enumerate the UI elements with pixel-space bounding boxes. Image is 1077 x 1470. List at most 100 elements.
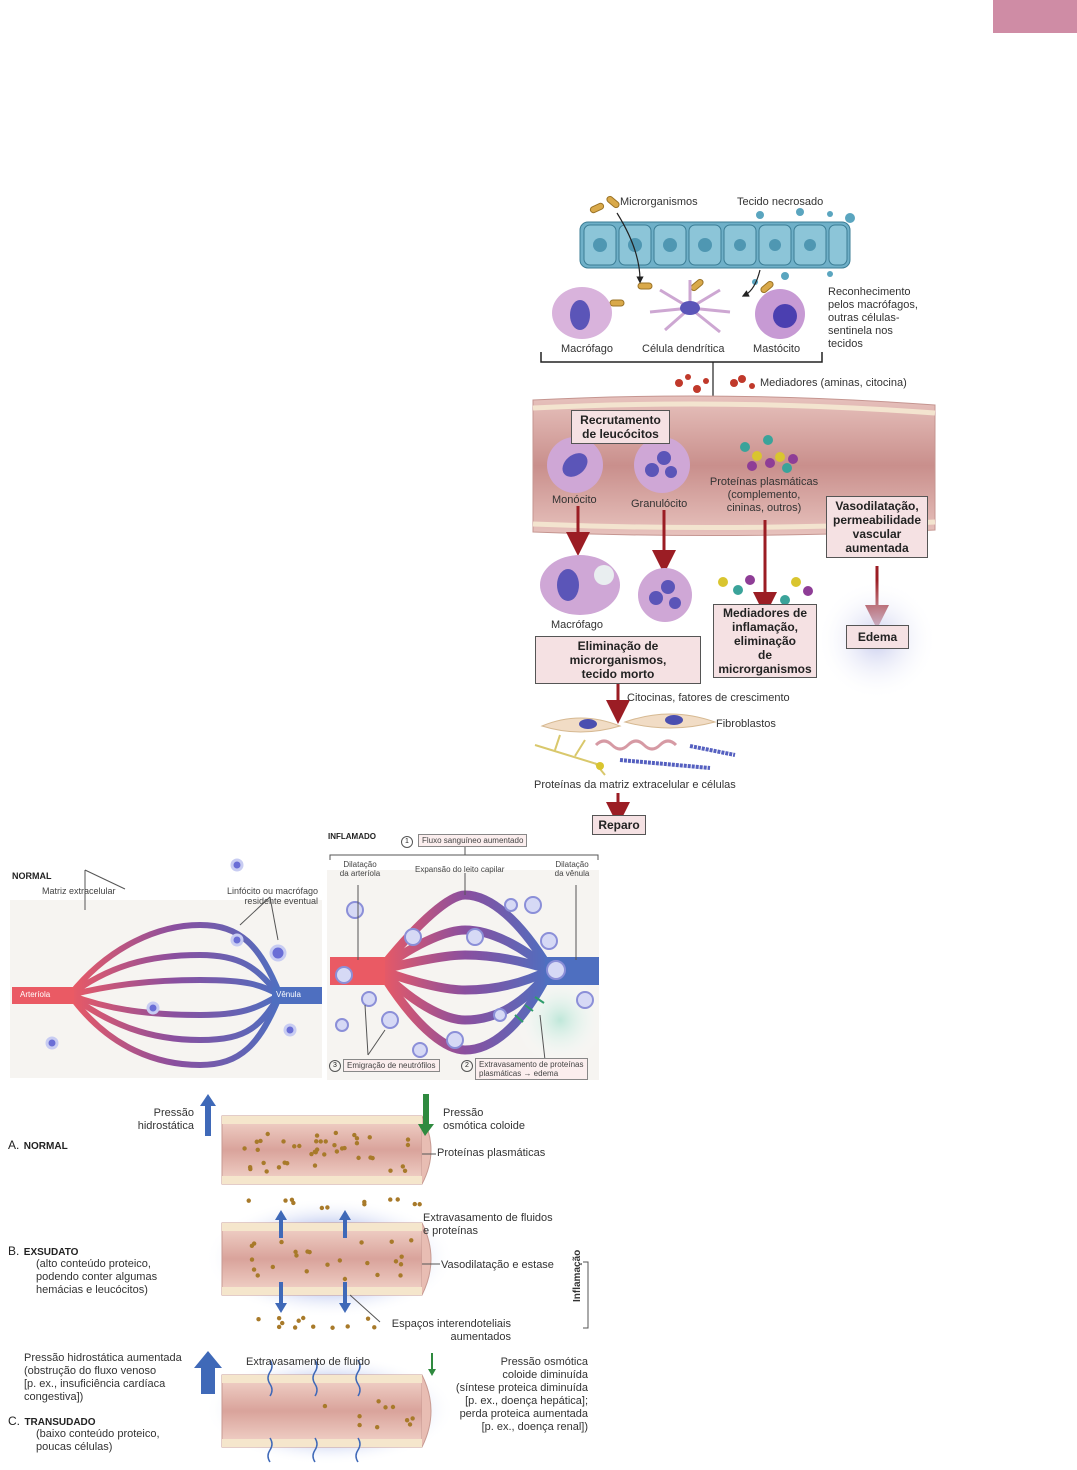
edema-box: Edema: [846, 625, 909, 649]
protein-dot: [294, 1253, 299, 1258]
protein-dot: [304, 1269, 309, 1274]
elastin-fiber: [619, 758, 711, 770]
protein-dot: [334, 1149, 340, 1154]
protein-dot: [395, 1197, 400, 1202]
protein-dot: [325, 1262, 330, 1267]
decreased-osmotic-label: Pressão osmótica coloide diminuída (sínt…: [455, 1356, 588, 1433]
protein-dot: [264, 1169, 269, 1174]
plasma-proteins-label-a: Proteínas plasmáticas: [437, 1147, 546, 1159]
protein-dot: [312, 1163, 318, 1168]
protein-dot: [270, 1264, 276, 1270]
protein-dot: [352, 1132, 357, 1138]
protein-dot: [393, 1259, 399, 1264]
protein-dot: [412, 1201, 417, 1207]
protein-dot: [249, 1257, 255, 1262]
dendritic-cell-label: Célula dendrítica: [642, 343, 725, 355]
protein-dot: [314, 1133, 320, 1138]
protein-dot: [402, 1168, 408, 1173]
protein-dot: [282, 1160, 287, 1165]
protein-dot: [367, 1135, 372, 1140]
fibroblasts: [540, 713, 717, 733]
protein-dot: [354, 1136, 360, 1141]
protein-dot: [311, 1324, 316, 1329]
ecm-proteins-label: Proteínas da matriz extracelular e célul…: [534, 779, 736, 791]
protein-dot: [276, 1165, 282, 1170]
protein-dot: [365, 1316, 371, 1321]
inflamed-panel-title: INFLAMADO: [328, 832, 376, 841]
exudate-description: (alto conteúdo proteico, podendo conter …: [36, 1258, 158, 1296]
cascade-graphics: [532, 195, 937, 826]
protein-dot: [301, 1315, 306, 1321]
elimination-box: Eliminação de microrganismos, tecido mor…: [535, 636, 701, 684]
protein-dot: [314, 1147, 320, 1152]
step-1-box: Fluxo sanguíneo aumentado: [418, 834, 528, 847]
transudate-description: (baixo conteúdo proteico, poucas células…: [36, 1428, 160, 1453]
necrotic-tissue-label: Tecido necrosado: [737, 196, 824, 208]
protein-dot: [372, 1325, 377, 1330]
protein-dot: [297, 1143, 302, 1149]
protein-dot: [276, 1315, 282, 1321]
section-a-title: NORMAL: [23, 1141, 68, 1152]
vessel-normal: [221, 1115, 432, 1185]
mast-cell-label: Mastócito: [753, 343, 801, 355]
protein-dot: [357, 1422, 362, 1428]
protein-dot: [261, 1160, 266, 1166]
epithelial-cells: [579, 208, 855, 285]
protein-dot: [417, 1202, 422, 1207]
sentinel-cells: [552, 280, 805, 339]
protein-dot: [246, 1198, 251, 1203]
protein-dot: [362, 1202, 367, 1207]
ecm-label: Matriz extracelular: [42, 886, 116, 896]
section-c-title: TRANSUDADO: [24, 1417, 96, 1428]
recognition-label: Reconhecimento pelos macrófagos, outras …: [828, 286, 918, 350]
protein-dot: [256, 1317, 261, 1322]
microcirculation-graphics: [10, 845, 605, 1080]
microorganisms: [589, 195, 774, 307]
protein-dot: [322, 1152, 327, 1157]
venule-label: Vênula: [276, 990, 301, 999]
step-3-number: 3: [329, 1060, 341, 1072]
protein-dot: [332, 1143, 337, 1148]
fluid-graphics: [194, 1094, 589, 1465]
leukocyte-recruitment-box: Recrutamento de leucócitos: [571, 410, 670, 444]
protein-dot: [255, 1273, 260, 1278]
repair-box: Reparo: [592, 815, 646, 835]
protein-dot: [276, 1324, 282, 1330]
resident-cell-label: Linfócito ou macrófago residente eventua…: [226, 886, 318, 906]
protein-dot: [318, 1139, 323, 1144]
fluid-protein-leak-label: Extravasamento de fluidos e proteínas: [423, 1212, 553, 1237]
protein-dot: [330, 1325, 335, 1330]
protein-dot: [309, 1151, 314, 1157]
protein-dot: [375, 1272, 380, 1278]
protein-dot: [345, 1324, 350, 1329]
macrophage-label: Macrófago: [561, 343, 613, 355]
protein-dot: [409, 1238, 414, 1243]
section-b-letter: B.: [8, 1244, 20, 1258]
tissue-macrophage-label: Macrófago: [551, 619, 603, 631]
protein-dot: [325, 1205, 330, 1210]
increased-hydrostatic-label: Pressão hidrostática aumentada (obstruçã…: [24, 1352, 182, 1403]
protein-dot: [342, 1276, 348, 1282]
section-c-letter: C.: [8, 1414, 20, 1428]
protein-dot: [398, 1273, 403, 1278]
protein-dot: [292, 1325, 298, 1330]
osmotic-pressure-label: Pressão osmótica coloide: [443, 1107, 525, 1132]
protein-dot: [405, 1137, 411, 1142]
protein-dot: [323, 1139, 328, 1144]
protein-dot: [305, 1249, 310, 1254]
protein-dot: [388, 1168, 393, 1173]
protein-dot: [279, 1239, 284, 1245]
protein-dot: [368, 1155, 373, 1160]
hydrostatic-pressure-label: Pressão hidrostática: [137, 1107, 194, 1132]
vasodilation-stasis-label: Vasodilatação e estase: [441, 1259, 554, 1271]
protein-dot: [404, 1418, 410, 1423]
protein-dot: [388, 1197, 393, 1202]
protein-dot: [357, 1414, 362, 1419]
protein-dot: [407, 1422, 413, 1427]
capillary-expansion-label: Expansão do leito capilar: [415, 865, 505, 874]
inflammation-bracket-label: Inflamação: [572, 1249, 583, 1302]
protein-dot: [333, 1130, 339, 1136]
protein-dot: [359, 1240, 364, 1245]
protein-dot: [254, 1139, 259, 1144]
mediators-label: Mediadores (aminas, citocina): [760, 377, 907, 389]
